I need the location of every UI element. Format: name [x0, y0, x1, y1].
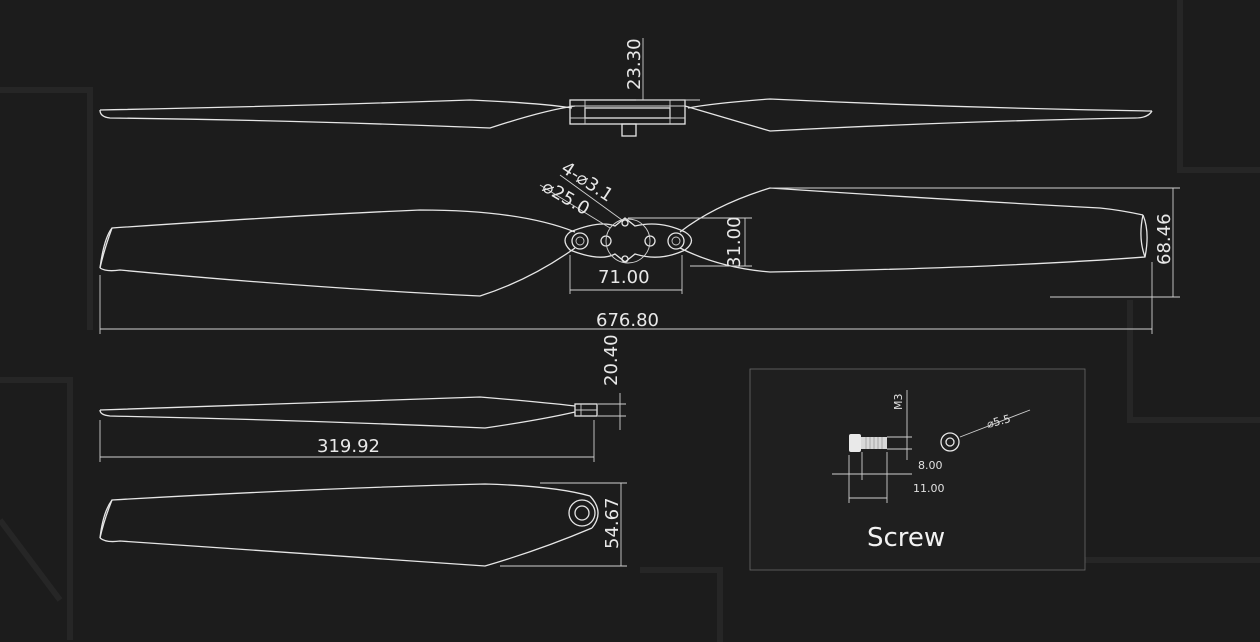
dim-blade-length: 319.92: [99, 420, 595, 462]
blade-side-view: [99, 396, 598, 429]
screw-title: Screw: [867, 523, 945, 553]
propeller-side-view: [99, 98, 1153, 137]
hub-width-label: 31.00: [724, 216, 745, 268]
screw-length-label: 8.00: [918, 459, 943, 472]
overall-length-label: 676.80: [596, 310, 659, 331]
screw-washer-label: ⌀5.5: [985, 412, 1012, 431]
dim-blade-chord: 54.67: [500, 482, 627, 567]
screw-panel: [749, 368, 1086, 571]
dim-chord: 68.46: [770, 187, 1180, 298]
propeller-top-view: [99, 187, 1148, 297]
blade-top-view: [99, 483, 599, 567]
hub-length-label: 71.00: [598, 267, 650, 288]
blade-thickness-label: 20.40: [601, 334, 622, 386]
blade-length-label: 319.92: [317, 436, 380, 457]
dim-hub-width: 31.00: [628, 216, 752, 268]
dim-blade-thickness: 20.40: [598, 334, 626, 430]
blade-chord-label: 54.67: [602, 497, 623, 549]
screw-total-label: 11.00: [913, 482, 945, 495]
chord-label: 68.46: [1154, 213, 1175, 265]
dim-hub-height: 23.30: [624, 38, 700, 101]
dim-hub-length: 71.00: [569, 255, 683, 294]
dim-overall-length: 676.80: [99, 262, 1153, 334]
hub-height-label: 23.30: [624, 38, 645, 90]
screw-thread-label: M3: [892, 394, 905, 411]
